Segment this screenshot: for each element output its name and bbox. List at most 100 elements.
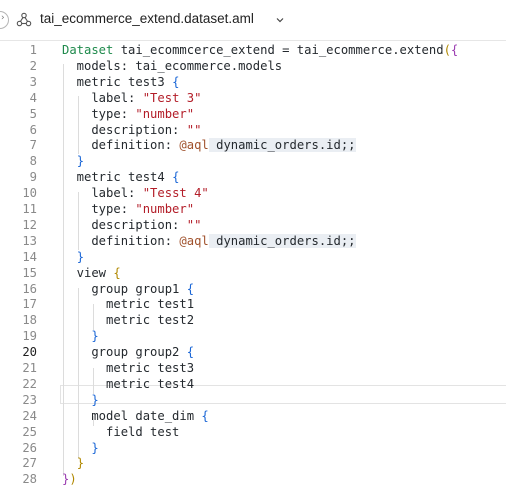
code-token: metric test2 — [62, 313, 195, 328]
code-text: metric test4 { — [62, 169, 180, 185]
code-token: "Tesst 4" — [142, 186, 209, 201]
code-line[interactable]: 24 model date_dim { — [0, 408, 506, 424]
code-token — [62, 456, 77, 470]
code-token: group group2 — [62, 345, 187, 360]
line-number: 1 — [29, 43, 37, 57]
file-tab-title[interactable]: tai_ecommerce_extend.dataset.aml — [40, 11, 254, 26]
code-line[interactable]: 14 } — [0, 249, 506, 265]
code-token: label: — [62, 90, 143, 105]
line-number: 22 — [22, 376, 37, 391]
code-line[interactable]: 23 } — [0, 392, 506, 408]
code-token: label: — [62, 186, 143, 201]
code-line[interactable]: 12 description: "" — [0, 217, 506, 233]
code-line[interactable]: 13 definition: @aql dynamic_orders.id;; — [0, 233, 506, 249]
code-line[interactable]: 17 metric test1 — [0, 296, 506, 312]
code-token: definition: — [62, 138, 180, 153]
code-token: type: — [62, 106, 136, 121]
code-line[interactable]: 3 metric test3 { — [0, 74, 506, 90]
code-text: definition: @aql dynamic_orders.id;; — [62, 233, 356, 249]
code-token: tai_ecommcerce_extend = tai_ecommerce.ex… — [113, 43, 444, 57]
indent-guide — [93, 304, 94, 330]
code-token: "" — [186, 217, 202, 232]
code-token: model date_dim — [62, 408, 202, 423]
line-number: 19 — [22, 329, 37, 344]
indent-guide — [63, 64, 64, 476]
code-text: metric test3 { — [62, 74, 180, 90]
line-number: 20 — [22, 345, 37, 360]
code-text: metric test4 — [62, 376, 194, 392]
code-text: group group2 { — [62, 344, 194, 360]
code-text: type: "number" — [62, 201, 194, 217]
code-token: } — [91, 329, 99, 344]
code-line[interactable]: 9 metric test4 { — [0, 169, 506, 185]
code-line[interactable]: 22 metric test4 — [0, 376, 506, 392]
code-line[interactable]: 15 view { — [0, 265, 506, 281]
code-token: @aql — [179, 233, 209, 248]
line-number: 16 — [22, 281, 37, 296]
code-line[interactable]: 10 label: "Tesst 4" — [0, 185, 506, 201]
code-text: model date_dim { — [62, 408, 209, 424]
code-text: } — [62, 440, 99, 456]
code-token: description: — [62, 122, 187, 137]
code-line[interactable]: 19 } — [0, 328, 506, 344]
code-text: metric test2 — [62, 312, 194, 328]
code-text: field test — [62, 424, 179, 440]
code-token: } — [91, 440, 99, 455]
code-token: metric test3 — [62, 361, 195, 375]
code-line[interactable]: 11 type: "number" — [0, 201, 506, 217]
code-token: description: — [62, 217, 187, 232]
code-line[interactable]: 16 group group1 { — [0, 281, 506, 297]
line-number: 4 — [29, 90, 37, 105]
code-text: type: "number" — [62, 106, 194, 122]
code-token — [62, 441, 91, 455]
code-line[interactable]: 21 metric test3 — [0, 360, 506, 376]
code-token: @aql — [179, 138, 209, 153]
line-number: 24 — [22, 408, 37, 423]
indent-guide — [78, 96, 79, 154]
code-token: "" — [186, 122, 202, 137]
line-number: 10 — [22, 186, 37, 201]
code-token: type: — [62, 202, 136, 216]
code-token: } — [76, 456, 85, 471]
code-token: ) — [69, 472, 77, 487]
code-line[interactable]: 7 definition: @aql dynamic_orders.id;; — [0, 137, 506, 153]
line-number: 14 — [22, 249, 37, 264]
code-token: { — [201, 408, 209, 423]
indent-guide — [78, 192, 79, 250]
code-line[interactable]: 28}) — [0, 471, 506, 487]
indent-guide — [93, 416, 94, 426]
code-text: } — [62, 392, 98, 408]
panel-toggle-icon[interactable]: › — [0, 11, 9, 29]
code-line[interactable]: 18 metric test2 — [0, 312, 506, 328]
code-text: } — [62, 153, 84, 169]
code-text: metric test1 — [62, 296, 194, 312]
code-line[interactable]: 2 models: tai_ecommerce.models — [0, 58, 506, 74]
code-text: label: "Tesst 4" — [62, 185, 209, 201]
code-line[interactable]: 20 group group2 { — [0, 344, 506, 360]
line-number: 27 — [22, 456, 37, 471]
line-number: 13 — [22, 233, 37, 248]
code-token — [62, 250, 77, 264]
code-line[interactable]: 8 } — [0, 153, 506, 169]
code-line[interactable]: 4 label: "Test 3" — [0, 90, 506, 106]
code-line[interactable]: 6 description: "" — [0, 122, 506, 138]
code-token: } — [76, 154, 85, 169]
line-number: 28 — [22, 472, 37, 487]
code-token: { — [172, 74, 180, 89]
chevron-down-icon[interactable] — [274, 14, 286, 26]
line-number: 2 — [29, 58, 37, 73]
code-line[interactable]: 5 type: "number" — [0, 106, 506, 122]
code-line[interactable]: 26 } — [0, 440, 506, 456]
code-line[interactable]: 27 } — [0, 455, 506, 471]
code-line[interactable]: 25 field test — [0, 424, 506, 440]
line-number: 9 — [29, 170, 37, 185]
dataset-nodes-icon — [16, 12, 32, 27]
code-token: } — [76, 249, 85, 264]
code-token: ( — [443, 43, 451, 57]
code-text: } — [62, 328, 99, 344]
code-text: group group1 { — [62, 281, 194, 297]
code-token: field test — [62, 424, 180, 439]
line-number: 7 — [29, 138, 37, 153]
